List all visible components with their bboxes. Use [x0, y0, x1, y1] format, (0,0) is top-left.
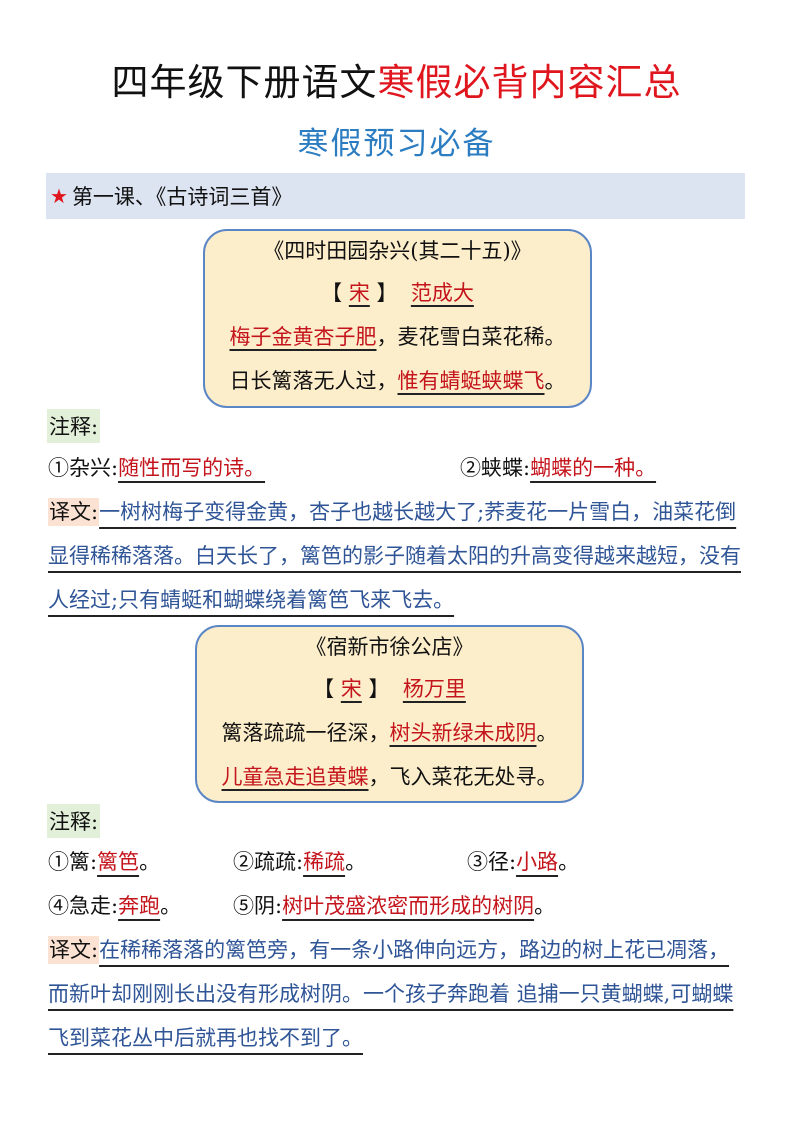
poem-line-punct: 。 — [544, 369, 566, 393]
poem-dynasty: 宋 — [348, 281, 370, 305]
poem-line-punct: ， — [368, 765, 390, 789]
poem-line-text: 日长篱落无人过， — [229, 369, 398, 393]
note-item: ④急走:奔跑。 — [48, 890, 181, 920]
translation-text: 一树树梅子变得金黄，杏子也越长越大了;荞麦花一片雪白，油菜花倒显得稀稀落落。白天… — [48, 500, 741, 612]
poem-line: 儿童急走追黄蝶，飞入菜花无处寻。 — [197, 755, 582, 799]
note-item: ①杂兴:随性而写的诗。 — [48, 452, 265, 482]
poem-card-2: 《宿新市徐公店》 【 宋 】 杨万里 篱落疏疏一径深，树头新绿未成阴。 儿童急走… — [195, 625, 584, 803]
poem-author-line: 【 宋 】 范成大 — [205, 271, 590, 315]
poem-author: 杨万里 — [402, 677, 466, 701]
note-term: ④急走: — [48, 894, 119, 918]
note-meaning: 蝴蝶的一种。 — [530, 456, 657, 480]
notes-label: 注释: — [47, 804, 101, 838]
translation-label: 译文: — [48, 936, 100, 964]
note-meaning: 奔跑 — [118, 894, 161, 918]
note-punct: 。 — [160, 894, 182, 918]
poem-line: 篱落疏疏一径深，树头新绿未成阴。 — [197, 711, 582, 755]
translation-block: 译文:一树树梅子变得金黄，杏子也越长越大了;荞麦花一片雪白，油菜花倒显得稀稀落落… — [48, 490, 746, 622]
note-term: ①篱: — [48, 850, 98, 874]
poem-title: 《四时田园杂兴(其二十五)》 — [263, 239, 532, 263]
note-punct: 。 — [345, 850, 367, 874]
note-meaning: 小路 — [516, 850, 559, 874]
page-title-black: 四年级下册语文 — [111, 61, 378, 104]
page-title: 四年级下册语文寒假必背内容汇总 — [0, 52, 793, 106]
poem-line-highlight: 树头新绿未成阴 — [389, 721, 537, 745]
note-term: ③径: — [467, 850, 517, 874]
note-item: ①篱:篱笆。 — [48, 846, 160, 876]
note-term: ①杂兴: — [48, 456, 119, 480]
poem-author-line: 【 宋 】 杨万里 — [197, 667, 582, 711]
note-term: ⑤阴: — [233, 894, 283, 918]
translation-label: 译文: — [48, 498, 100, 526]
note-punct: 。 — [139, 850, 161, 874]
poem-dynasty: 宋 — [340, 677, 362, 701]
bracket-close: 】 — [368, 677, 390, 701]
translation-block: 译文:在稀稀落落的篱笆旁，有一条小路伸向远方，路边的树上花已凋落，而新叶却刚刚长… — [48, 928, 746, 1060]
note-meaning: 稀疏 — [303, 850, 346, 874]
poem-line-highlight: 惟有蜻蜓蛱蝶飞 — [397, 369, 545, 393]
lesson-heading-label: 第一课、《古诗词三首》 — [71, 185, 293, 209]
poem-line-punct: ， — [376, 325, 398, 349]
translation-text: 在稀稀落落的篱笆旁，有一条小路伸向远方，路边的树上花已凋落，而新叶却刚刚长出没有… — [48, 938, 734, 1050]
note-item: ②蛱蝶:蝴蝶的一种。 — [460, 452, 656, 482]
bracket-open: 【 — [321, 281, 343, 305]
note-meaning: 树叶茂盛浓密而形成的树阴 — [282, 894, 535, 918]
note-punct: 。 — [558, 850, 580, 874]
poem-line-text: 篱落疏疏一径深， — [221, 721, 390, 745]
note-term: ②疏疏: — [233, 850, 304, 874]
note-meaning: 篱笆 — [97, 850, 140, 874]
poem-line: 日长篱落无人过，惟有蜻蜓蛱蝶飞。 — [205, 359, 590, 403]
poem-title: 《宿新市徐公店》 — [305, 635, 474, 659]
page-subtitle: 寒假预习必备 — [297, 126, 496, 162]
note-item: ⑤阴:树叶茂盛浓密而形成的树阴。 — [233, 890, 555, 920]
star-icon: ★ — [50, 184, 68, 208]
poem-line-text: 飞入菜花无处寻。 — [389, 765, 558, 789]
bracket-open: 【 — [313, 677, 335, 701]
note-term: ②蛱蝶: — [460, 456, 531, 480]
note-meaning: 随性而写的诗。 — [118, 456, 266, 480]
note-item: ②疏疏:稀疏。 — [233, 846, 366, 876]
poem-card-1: 《四时田园杂兴(其二十五)》 【 宋 】 范成大 梅子金黄杏子肥，麦花雪白菜花稀… — [203, 229, 592, 408]
page-title-red: 寒假必背内容汇总 — [377, 61, 682, 104]
poem-author: 范成大 — [410, 281, 474, 305]
poem-line-highlight: 儿童急走追黄蝶 — [221, 765, 369, 789]
note-item: ③径:小路。 — [467, 846, 579, 876]
lesson-heading: ★ 第一课、《古诗词三首》 — [46, 173, 745, 219]
poem-line-text: 麦花雪白菜花稀。 — [397, 325, 566, 349]
poem-line: 梅子金黄杏子肥，麦花雪白菜花稀。 — [205, 315, 590, 359]
poem-line-highlight: 梅子金黄杏子肥 — [229, 325, 377, 349]
notes-label: 注释: — [47, 409, 101, 443]
bracket-close: 】 — [376, 281, 398, 305]
note-punct: 。 — [534, 894, 556, 918]
poem-line-punct: 。 — [536, 721, 558, 745]
